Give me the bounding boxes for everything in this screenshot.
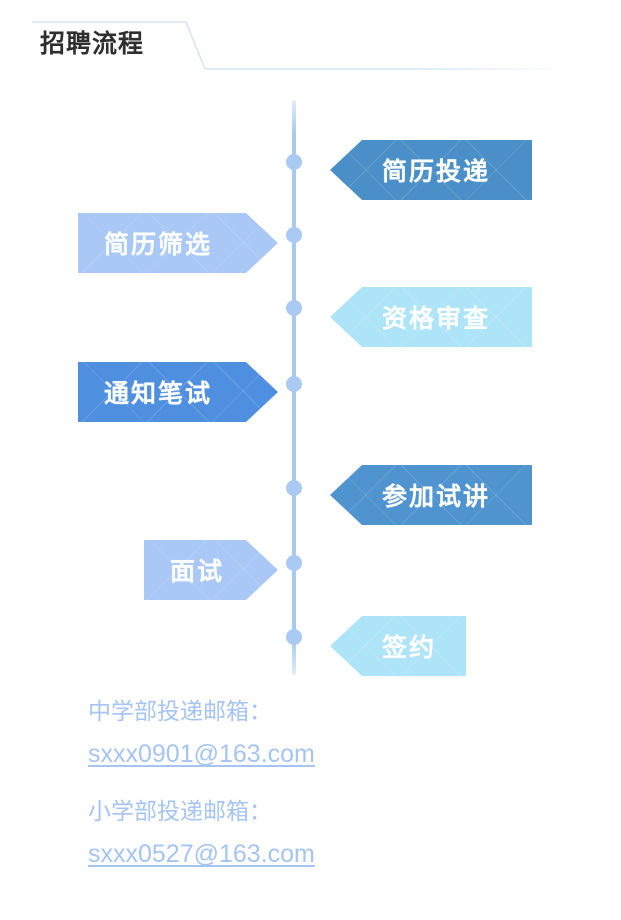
timeline-dot-6 [286,555,302,571]
contact-group-2: 小学部投递邮箱： sxxx0527@163.com [0,790,621,876]
contact-label: 中学部投递邮箱： [88,698,272,724]
contact-email-row: sxxx0527@163.com [0,832,621,876]
flow-stage-5[interactable]: 参加试讲 [330,465,532,525]
timeline-dot-4 [286,376,302,392]
timeline-dot-5 [286,480,302,496]
timeline-dot-1 [286,154,302,170]
timeline-dot-2 [286,227,302,243]
flow-stage-label: 通知笔试 [104,380,213,408]
flow-stage-4[interactable]: 通知笔试 [78,362,278,422]
flow-stage-label: 签约 [382,634,437,662]
contact-email-link[interactable]: sxxx0901@163.com [88,740,315,768]
flow-stage-2[interactable]: 简历筛选 [78,213,278,273]
flow-stage-1[interactable]: 简历投递 [330,140,532,200]
contact-label: 小学部投递邮箱： [88,798,272,824]
timeline-dot-7 [286,629,302,645]
flow-stage-label: 资格审查 [382,305,491,333]
flow-stage-label: 面试 [170,558,225,586]
timeline-dot-3 [286,300,302,316]
flow-stage-label: 参加试讲 [382,483,491,511]
flow-stage-6[interactable]: 面试 [144,540,278,600]
flow-stage-label: 简历筛选 [104,231,213,259]
contact-section: 中学部投递邮箱： sxxx0901@163.com 小学部投递邮箱： sxxx0527… [0,690,621,890]
contact-email-row: sxxx0901@163.com [0,732,621,776]
page-title: 招聘流程 [40,30,145,58]
flow-stage-3[interactable]: 资格审查 [330,287,532,347]
flow-stage-label: 简历投递 [382,158,491,186]
flow-stage-7[interactable]: 签约 [330,616,466,676]
contact-group-1: 中学部投递邮箱： sxxx0901@163.com [0,690,621,776]
contact-email-link[interactable]: sxxx0527@163.com [88,840,315,868]
